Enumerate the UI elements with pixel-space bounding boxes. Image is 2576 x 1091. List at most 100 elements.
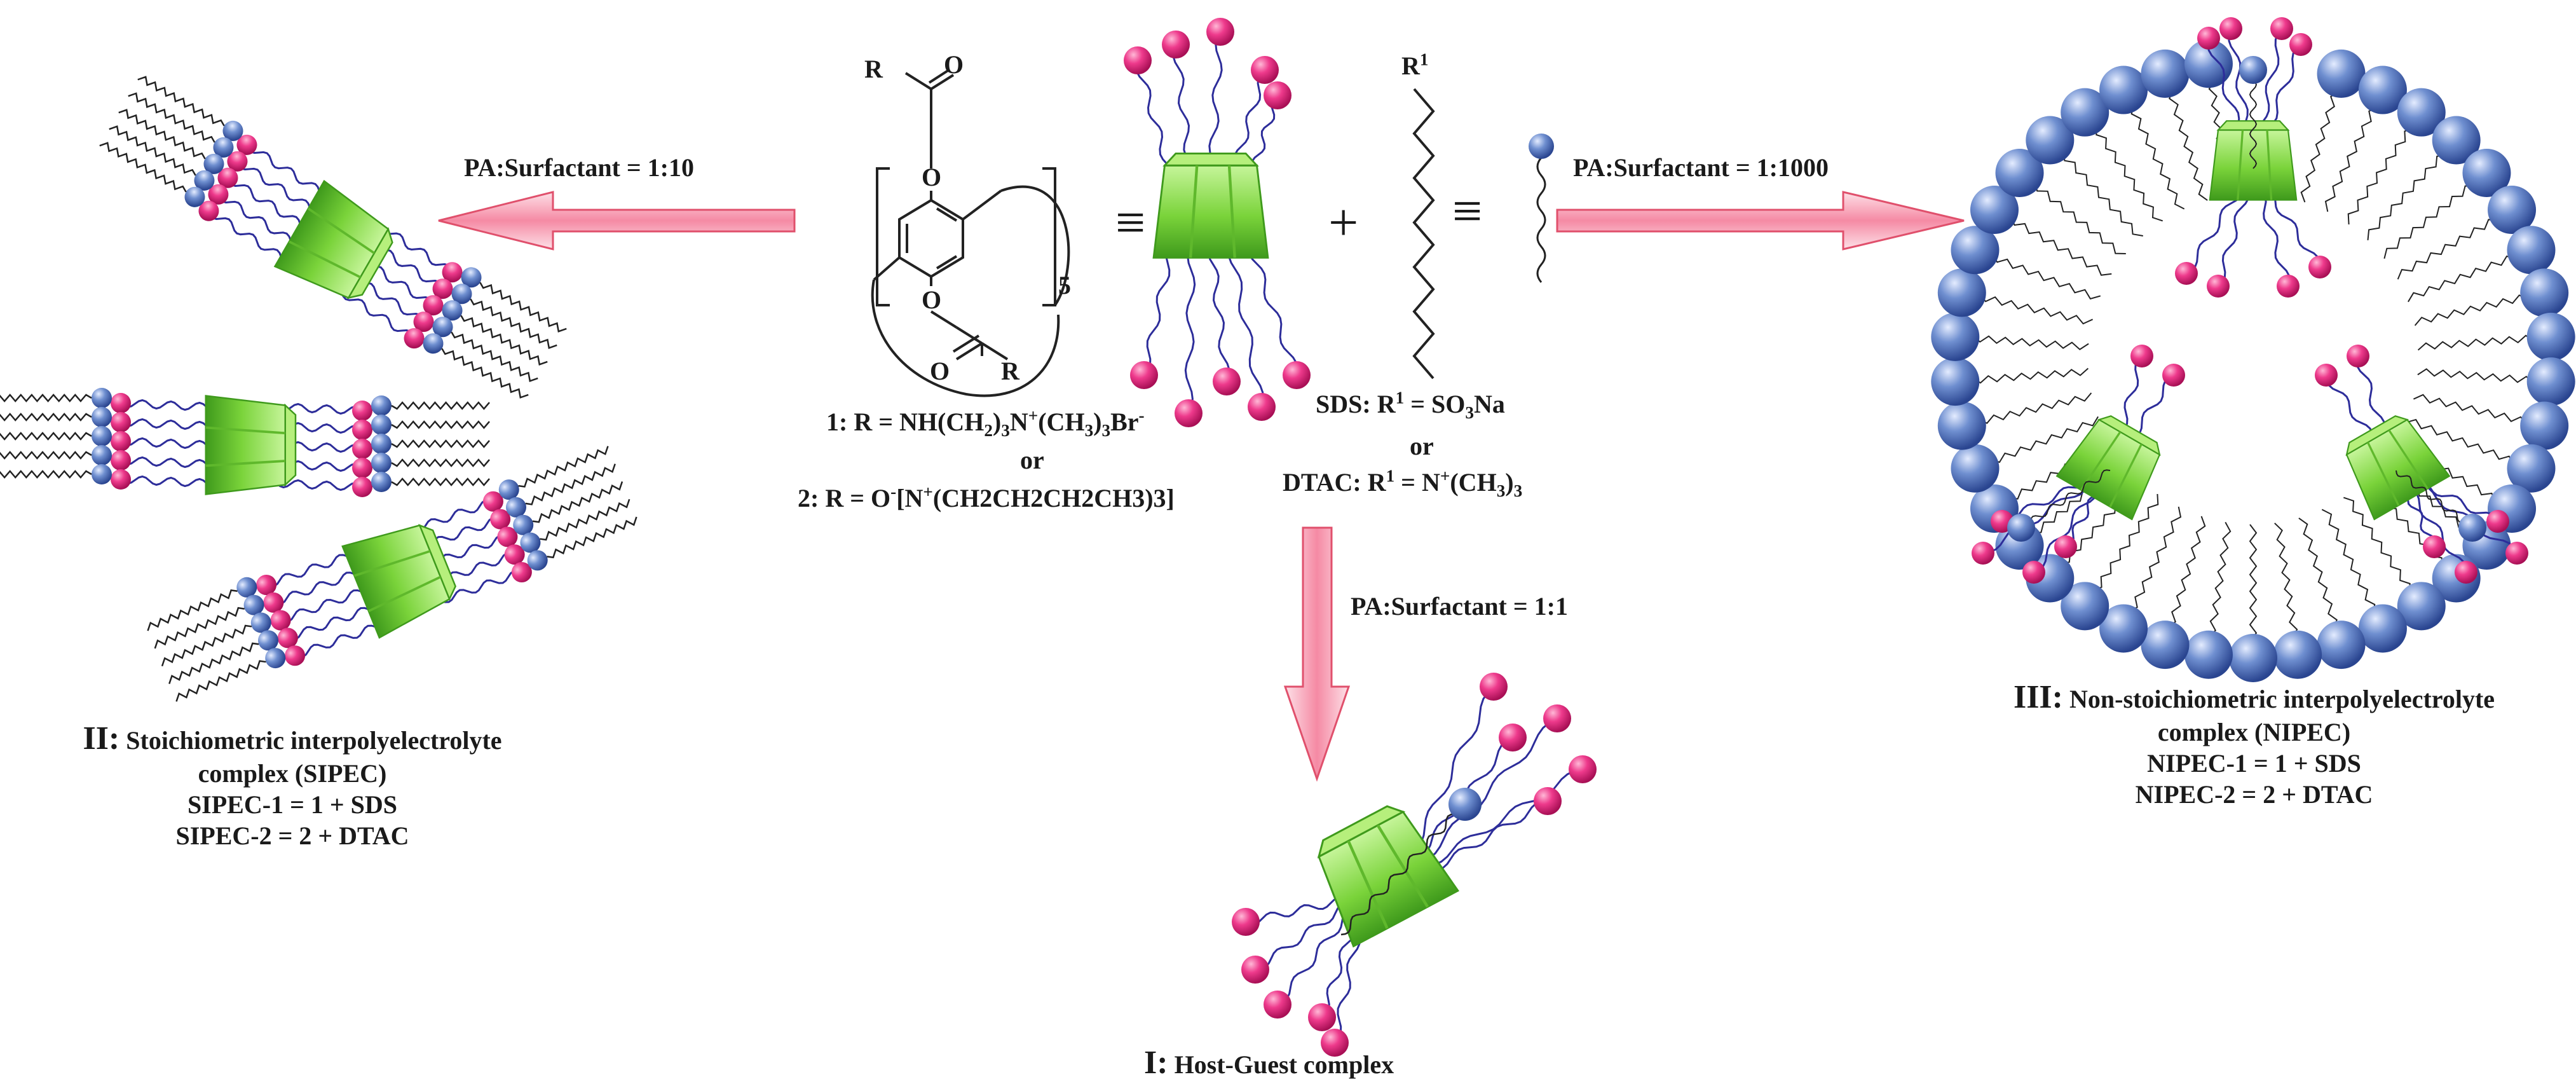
complex-III-caption: III: Non-stoichiometric interpolyelectro… [2013,679,2495,809]
host-barrel [1317,805,1460,948]
lipid-head [2358,604,2407,653]
pillararene-structure [871,69,1070,397]
blue-head [92,407,112,427]
blue-head [203,153,224,174]
lipid-head [2026,116,2075,165]
blue-head [265,648,286,669]
blue-head [258,630,279,651]
pink-head [2054,535,2077,558]
blue-head [2458,514,2486,542]
lipid-head [2061,88,2109,137]
blue-head [371,415,392,435]
pink-head [1283,361,1311,389]
lipid-head [2273,630,2322,679]
pink-head [2022,561,2045,584]
lipid-head [2397,582,2446,631]
r-label-bottom: R [1001,357,1019,385]
repeat-count: 5 [1058,271,1071,299]
dtac-definition: DTAC: R1 = N+(CH3)3 [1283,466,1523,500]
arrow-down [1283,526,1351,782]
surfactant-or: or [1410,432,1434,460]
blue-head [461,267,482,288]
pink-head [111,450,131,470]
blue-head [92,445,112,465]
blue-head [1448,788,1482,821]
lipid-head [2184,630,2233,679]
blue-head [498,479,519,500]
pink-head [2505,542,2528,565]
host-guest-complex-drawing [1232,673,1597,1057]
pink-head [1264,991,1291,1019]
blue-head [371,434,392,454]
lipid-head [1931,357,1980,406]
pink-head [432,278,453,299]
compound-1-definition: 1: R = NH(CH2)3N+(CH3)3Br- [826,406,1145,440]
pink-head [1972,542,1994,565]
lipid-head [2317,49,2366,98]
blue-head [423,333,444,354]
compound-or: or [1020,446,1044,474]
blue-head [92,464,112,484]
pink-head [1213,367,1241,395]
pink-head [1162,31,1190,58]
blue-head [371,472,392,492]
pink-head [1569,755,1597,783]
pink-head [236,134,257,155]
pink-head [352,439,372,459]
host-barrel [2209,120,2298,201]
pink-head [1499,724,1527,751]
pink-head [277,628,298,648]
pink-head [2270,17,2293,40]
sds-definition: SDS: R1 = SO3Na [1316,388,1505,422]
arrow-right-label: PA:Surfactant = 1:1000 [1573,153,1829,182]
pink-head [1534,787,1562,815]
pink-head [504,544,525,565]
pink-head [2175,262,2198,285]
lipid-head [1951,226,2000,275]
pink-head [404,328,425,349]
lipid-head [2184,39,2233,88]
pink-head [1248,393,1276,421]
pink-head [2315,364,2338,387]
lipid-head [2099,604,2148,653]
sipec-drawing [0,76,637,702]
pink-head [111,412,131,432]
host-barrel [2055,415,2161,521]
lipid-head [2432,116,2481,165]
sipec-rod [147,446,637,702]
blue-head [213,137,234,158]
lipid-head [2141,621,2190,669]
pink-head [1251,56,1279,84]
host-icon [1124,18,1311,427]
surfactant-icon [1529,134,1554,283]
pink-head [1543,704,1571,732]
blue-head [371,453,392,473]
lipid-head [2141,49,2190,98]
lipid-head [2526,312,2575,361]
blue-head [527,550,548,571]
pink-head [497,526,518,547]
pink-head [423,295,444,316]
equivalence-symbol-2: ≡ [1452,182,1483,241]
pink-head [256,574,277,595]
pink-head [482,491,503,512]
arrow-left-label: PA:Surfactant = 1:10 [464,153,694,182]
pink-head [2486,510,2509,533]
pink-head [2277,275,2300,298]
pink-head [1206,18,1234,46]
equivalence-symbol-1: ≡ [1115,193,1146,252]
pink-head [413,312,434,333]
o-label-bottom-carbonyl: O [930,357,950,385]
pink-head [511,562,532,583]
lipid-head [2520,401,2569,450]
blue-head [92,388,112,408]
pink-head [1175,399,1203,427]
pink-head [352,420,372,440]
blue-head [505,497,526,518]
o-label-top-carbonyl: O [944,50,964,79]
lipid-head [1970,186,2019,234]
pink-head [1308,1003,1336,1031]
blue-head [520,532,541,553]
pink-head [2308,256,2331,278]
pink-head [2289,33,2312,56]
